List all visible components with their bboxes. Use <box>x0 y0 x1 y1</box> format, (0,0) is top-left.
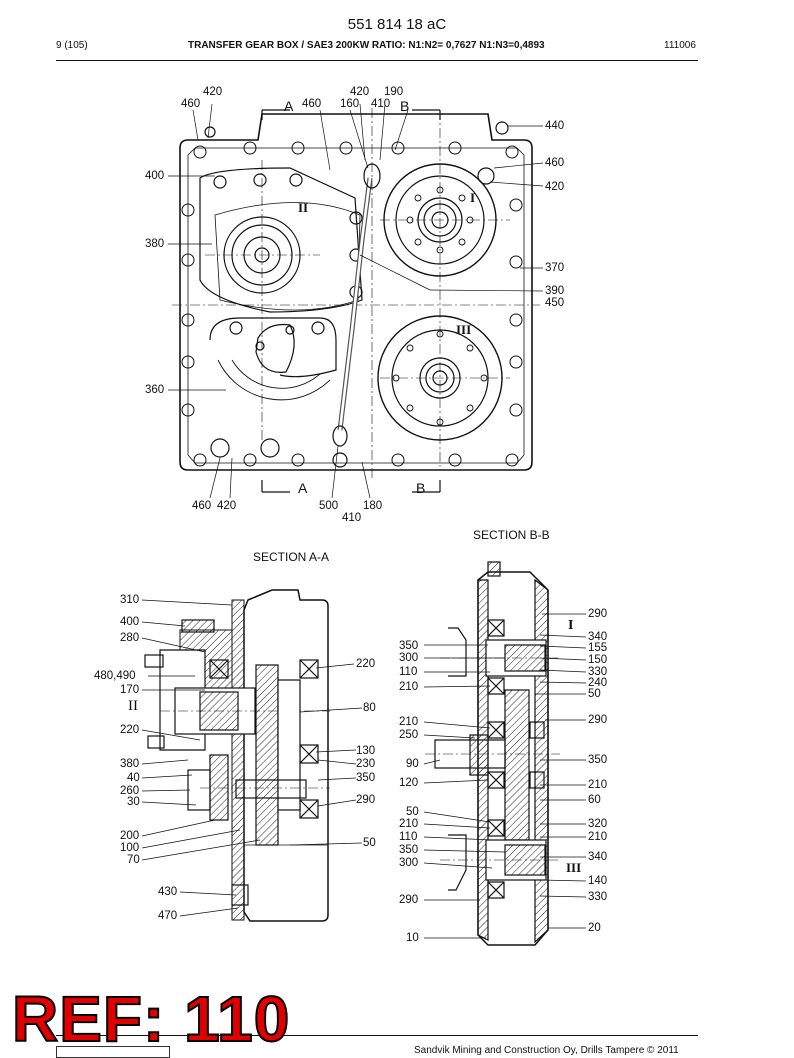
part-label: 220 <box>356 658 376 670</box>
section-aa-drawing <box>141 589 363 922</box>
part-label: 155 <box>588 642 608 654</box>
shaft-label-I: I <box>470 190 476 205</box>
shaft-label-III: III <box>456 322 472 337</box>
header-rule <box>56 60 698 61</box>
part-label: 260 <box>120 785 140 797</box>
part-label: 340 <box>588 631 608 643</box>
part-label: 300 <box>399 857 419 869</box>
part-label: 400 <box>120 616 140 628</box>
part-label: 330 <box>588 666 608 678</box>
part-label: 430 <box>158 886 178 898</box>
part-label: 300 <box>399 652 419 664</box>
reference-stamp: REF: 110 <box>11 982 291 1056</box>
part-label: 390 <box>545 285 565 297</box>
part-label: 50 <box>588 688 601 700</box>
part-label: 350 <box>588 754 608 766</box>
part-label: 30 <box>127 796 140 808</box>
section-marker-b-top: B <box>400 98 410 114</box>
part-label: 350 <box>399 640 419 652</box>
part-label: 290 <box>588 608 608 620</box>
part-label: 460 <box>192 500 212 512</box>
part-label: 10 <box>406 932 419 944</box>
section-bb-title: SECTION B-B <box>473 528 550 542</box>
part-label: 350 <box>399 844 419 856</box>
part-label: 250 <box>399 729 419 741</box>
part-label: 80 <box>363 702 376 714</box>
part-label: 20 <box>588 922 601 934</box>
section-marker-a-bottom: A <box>298 480 308 496</box>
part-label: 320 <box>588 818 608 830</box>
part-label: 70 <box>127 854 140 866</box>
part-label: 210 <box>588 779 608 791</box>
shaft-label-I-section: I <box>568 618 574 633</box>
part-label: 410 <box>371 98 391 110</box>
part-label: 420 <box>545 181 565 193</box>
shaft-label-II-section: II <box>128 698 138 714</box>
part-label: 500 <box>319 500 339 512</box>
part-label: 400 <box>145 170 165 182</box>
part-label: 460 <box>545 157 565 169</box>
section-aa-title: SECTION A-A <box>253 550 330 564</box>
part-label: 420 <box>350 86 370 98</box>
part-label: 190 <box>384 86 404 98</box>
part-label: 310 <box>120 594 140 606</box>
part-label: 150 <box>588 654 608 666</box>
page-title: TRANSFER GEAR BOX / SAE3 200KW RATIO: N1… <box>188 40 545 51</box>
part-label: 280 <box>120 632 140 644</box>
part-label: 230 <box>356 758 376 770</box>
part-label: 160 <box>340 98 360 110</box>
date-code: 111006 <box>664 40 696 51</box>
part-label: 110 <box>399 831 418 843</box>
part-label: 50 <box>363 837 376 849</box>
part-label: 100 <box>120 842 140 854</box>
part-label: 420 <box>203 86 223 98</box>
part-label: 240 <box>588 677 608 689</box>
part-label: 380 <box>145 238 165 250</box>
part-label: 110 <box>399 666 418 678</box>
page-number: 9 (105) <box>56 40 88 51</box>
part-label: 210 <box>399 716 419 728</box>
part-label: 380 <box>120 758 140 770</box>
part-label: 290 <box>399 894 419 906</box>
part-label: 120 <box>399 777 419 789</box>
part-label: 470 <box>158 910 178 922</box>
part-label: 350 <box>356 772 376 784</box>
footer-rule <box>56 1035 698 1036</box>
part-label: 170 <box>120 684 140 696</box>
part-label: 420 <box>217 500 237 512</box>
part-label: 440 <box>545 120 565 132</box>
part-label: 370 <box>545 262 565 274</box>
part-label: 220 <box>120 724 140 736</box>
section-marker-a-top: A <box>284 98 294 114</box>
part-label: 360 <box>145 384 165 396</box>
shaft-label-III-section: III <box>566 860 582 875</box>
part-label: 480,490 <box>94 670 136 682</box>
part-label: 130 <box>356 745 376 757</box>
shaft-label-II: II <box>298 200 309 215</box>
part-label: 210 <box>399 818 419 830</box>
part-label: 180 <box>363 500 383 512</box>
part-label: 60 <box>588 794 601 806</box>
part-label: 410 <box>342 512 362 524</box>
footer-copyright: Sandvik Mining and Construction Oy, Dril… <box>414 1045 679 1056</box>
part-label: 210 <box>588 831 608 843</box>
part-label: 90 <box>406 758 419 770</box>
part-label: 140 <box>588 875 608 887</box>
part-label: 290 <box>588 714 608 726</box>
document-number: 551 814 18 aC <box>347 16 447 33</box>
part-label: 330 <box>588 891 608 903</box>
part-label: 460 <box>302 98 322 110</box>
section-marker-b-bottom: B <box>416 480 426 496</box>
part-label: 450 <box>545 297 565 309</box>
part-label: 200 <box>120 830 140 842</box>
part-label: 290 <box>356 794 376 806</box>
part-label: 460 <box>181 98 201 110</box>
part-label: 40 <box>127 772 140 784</box>
part-label: 50 <box>406 806 419 818</box>
part-label: 210 <box>399 681 419 693</box>
top-view <box>168 103 544 499</box>
part-label: 340 <box>588 851 608 863</box>
section-bb-drawing <box>423 561 587 946</box>
